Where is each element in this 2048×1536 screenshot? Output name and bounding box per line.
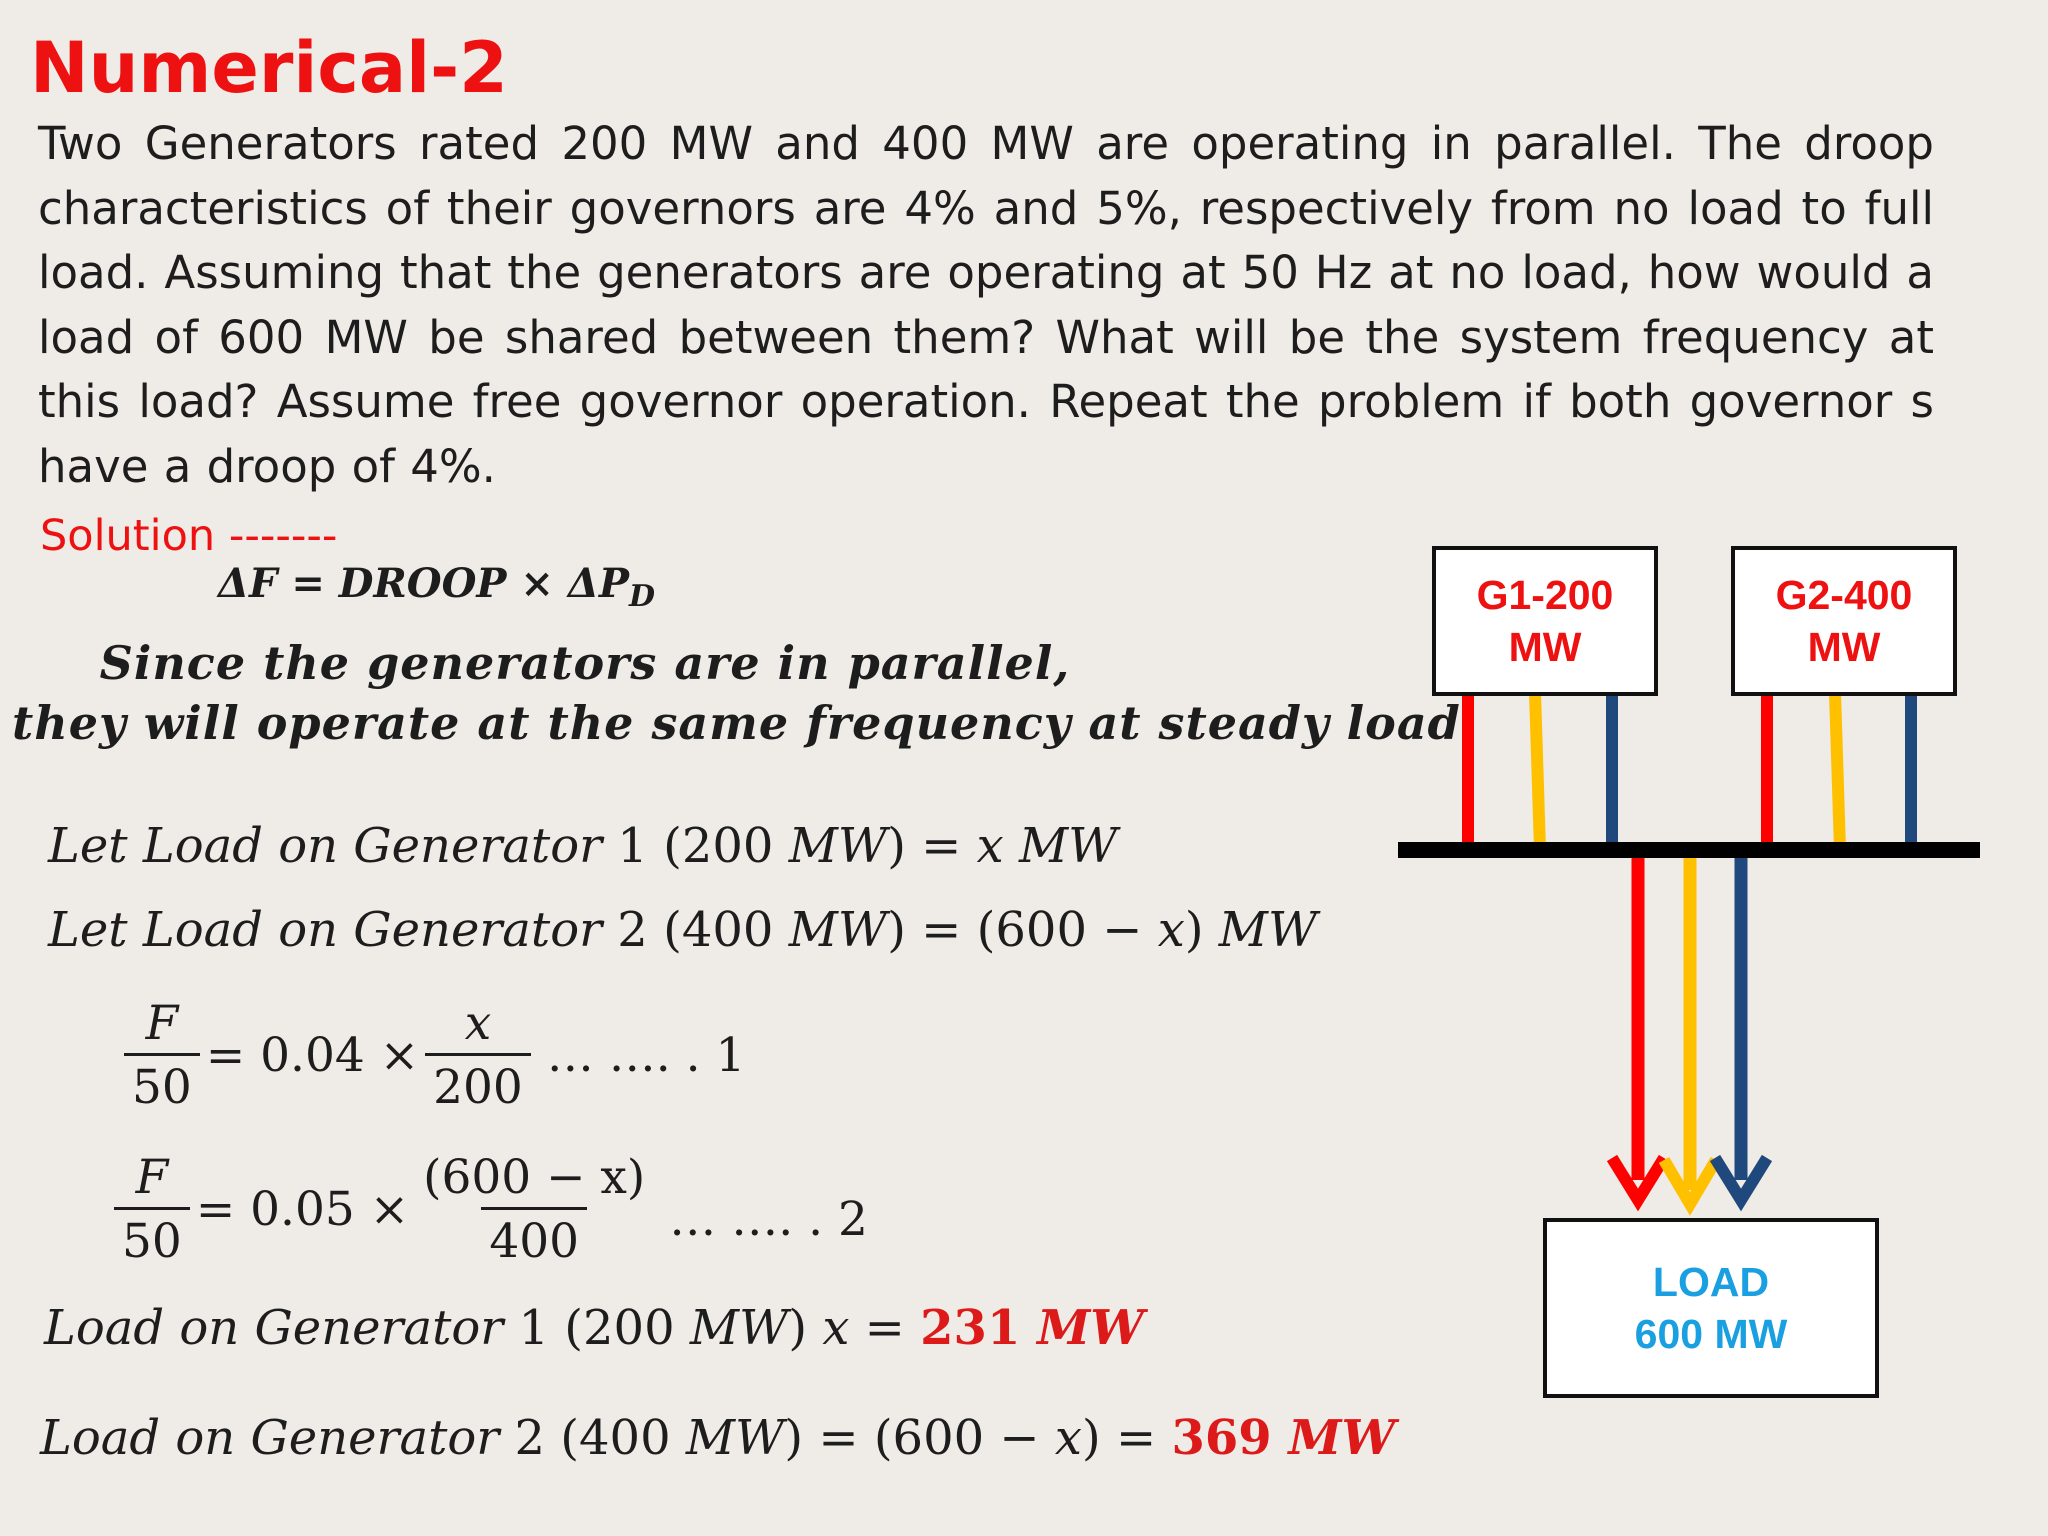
solution-label: Solution ------- [40, 511, 338, 561]
let1-equals: ) = [887, 818, 977, 874]
parallel-statement-line-1: Since the generators are in parallel, [99, 636, 1071, 690]
generator-2-unit: MW [1807, 624, 1881, 670]
generator-2-box: G2-400 MW [1731, 546, 1957, 696]
gen2-yellow-phase [1829, 691, 1846, 851]
equation-1: F 50 = 0.04 × x 200 … …. . 1 [118, 996, 745, 1115]
let2-unit: MW [788, 902, 888, 958]
res2-value: 369 [1171, 1410, 1289, 1466]
droop-equation-subscript: D [628, 579, 655, 614]
slide-title: Numerical-2 [30, 27, 508, 109]
let1-number: 1 (200 [617, 818, 789, 874]
let2-variable: x [1157, 902, 1185, 958]
res1-number: 1 (200 [518, 1300, 690, 1356]
droop-equation-text: ΔF = DROOP × ΔP [218, 560, 629, 607]
fraction-numerator: (600 − x) [423, 1150, 646, 1205]
fraction-numerator: F [145, 996, 179, 1051]
fraction-600-minus-x-over-400: (600 − x) 400 [415, 1150, 653, 1269]
res2-value-unit: MW [1288, 1410, 1396, 1466]
equation-1-label: … …. . 1 [546, 1028, 746, 1083]
equation-2-label: … …. . 2 [669, 1192, 868, 1247]
fraction-denominator: 400 [481, 1207, 588, 1269]
feeder-red-arrowhead [1606, 1154, 1670, 1212]
feeder-yellow-arrowhead [1658, 1156, 1722, 1216]
load-box: LOAD 600 MW [1543, 1218, 1879, 1398]
load-value: 600 MW [1634, 1311, 1788, 1357]
let2-equals: ) = (600 − [887, 902, 1158, 958]
fraction-f-over-50: F 50 [124, 996, 200, 1115]
let-load-generator-2: Let Load on Generator 2 (400 MW) = (600 … [48, 902, 1317, 958]
let2-number: 2 (400 [617, 902, 789, 958]
droop-equation: ΔF = DROOP × ΔPD [218, 560, 655, 614]
load-label: LOAD [1652, 1259, 1770, 1305]
res2-close: ) = [1081, 1410, 1172, 1466]
res1-text: Load on Generator [44, 1300, 519, 1356]
parallel-statement-text: they will operate at the same frequency … [12, 696, 1461, 750]
let2-unit-end: MW [1218, 902, 1318, 958]
fraction-x-over-200: x 200 [425, 996, 531, 1115]
fraction-numerator: F [135, 1150, 169, 1205]
fraction-denominator: 50 [124, 1053, 200, 1115]
parallel-statement-line-2: they will operate at the same frequency … [12, 696, 1476, 750]
generator-2-label: G2-400 [1775, 572, 1913, 618]
res2-number: 2 (400 [514, 1410, 686, 1466]
result-generator-1: Load on Generator 1 (200 MW) x = 231 MW [44, 1300, 1144, 1356]
feeder-blue-arrowhead [1709, 1154, 1773, 1212]
res1-close: ) [788, 1300, 823, 1356]
res2-variable: x [1054, 1410, 1082, 1466]
res1-unit: MW [689, 1300, 789, 1356]
generator-1-unit: MW [1508, 624, 1582, 670]
res1-equals: = [849, 1300, 921, 1356]
bus-bar [1398, 842, 1980, 858]
fraction-f-over-50: F 50 [114, 1150, 190, 1269]
res1-value-unit: MW [1037, 1300, 1145, 1356]
equation-1-operator: = 0.04 × [205, 1028, 420, 1083]
fraction-denominator: 50 [114, 1207, 190, 1269]
equation-2: F 50 = 0.05 × (600 − x) 400 … …. . 2 [108, 1150, 868, 1269]
let2-close: ) [1184, 902, 1219, 958]
res2-unit: MW [685, 1410, 785, 1466]
result-generator-2: Load on Generator 2 (400 MW) = (600 − x)… [40, 1410, 1395, 1466]
equation-2-operator: = 0.05 × [195, 1182, 410, 1237]
res1-variable: x [822, 1300, 850, 1356]
let2-text: Let Load on Generator [48, 902, 618, 958]
res1-value: 231 [920, 1300, 1038, 1356]
let1-value: x MW [976, 818, 1118, 874]
res2-text: Load on Generator [40, 1410, 515, 1466]
generator-1-box: G1-200 MW [1432, 546, 1658, 696]
generator-1-label: G1-200 [1476, 572, 1614, 618]
let-load-generator-1: Let Load on Generator 1 (200 MW) = x MW [48, 818, 1117, 874]
let1-unit: MW [788, 818, 888, 874]
fraction-numerator: x [464, 996, 492, 1051]
res2-equals: ) = (600 − [784, 1410, 1055, 1466]
gen1-yellow-phase [1529, 691, 1546, 851]
let1-text: Let Load on Generator [48, 818, 618, 874]
fraction-denominator: 200 [425, 1053, 531, 1115]
problem-statement: Two Generators rated 200 MW and 400 MW a… [38, 117, 1934, 493]
